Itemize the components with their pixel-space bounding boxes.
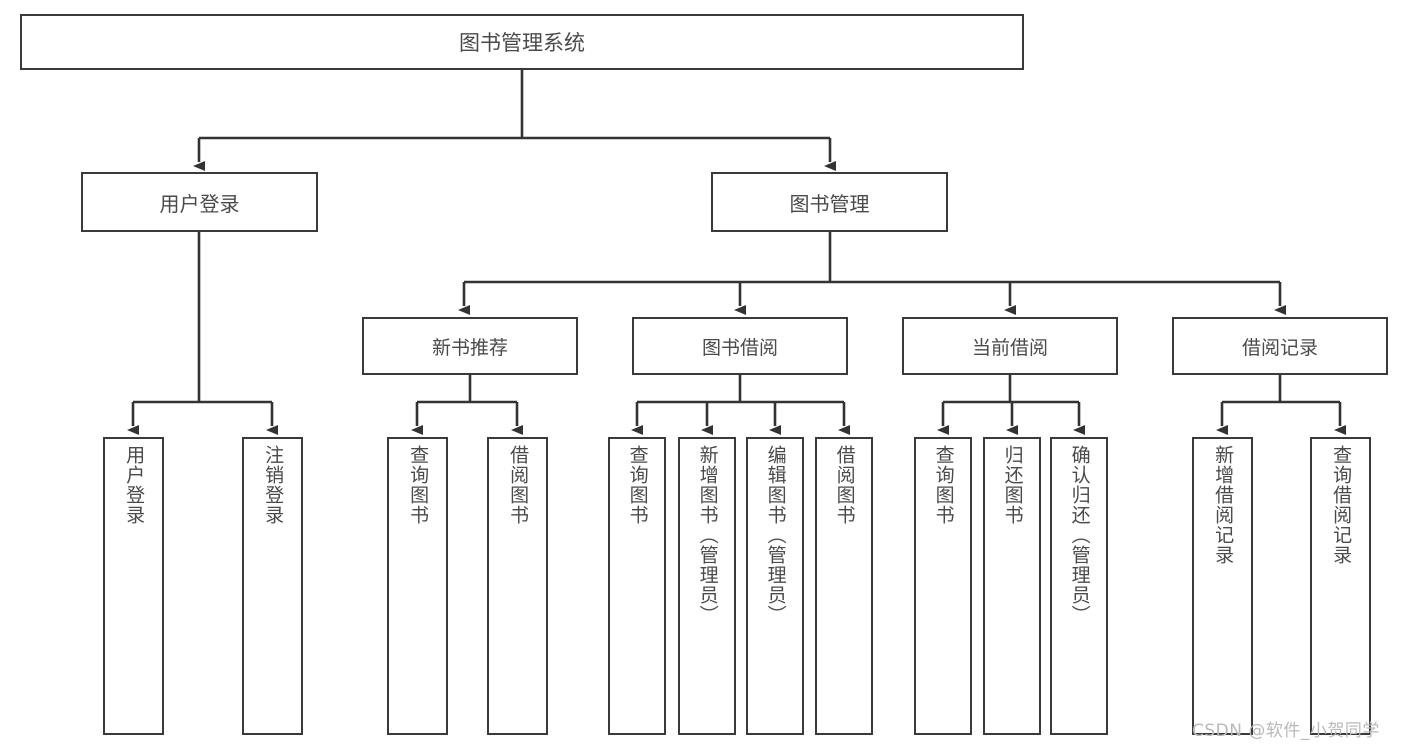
node-label: 注销登录 <box>262 445 285 525</box>
node-label: 当前借阅 <box>971 336 1048 359</box>
node-leaf-query-book-cb[interactable]: 查询图书 <box>914 437 972 735</box>
node-label: 查询图书 <box>932 445 955 525</box>
node-label: 借阅记录 <box>1241 336 1318 359</box>
node-root[interactable]: 图书管理系统 <box>20 14 1024 70</box>
node-leaf-user-logout[interactable]: 注销登录 <box>242 437 303 735</box>
node-leaf-add-record[interactable]: 新增借阅记录 <box>1192 437 1253 735</box>
node-label: 归还图书 <box>1001 445 1024 525</box>
node-leaf-add-book[interactable]: 新增图书（管理员） <box>678 437 736 735</box>
node-label: 新书推荐 <box>431 336 508 359</box>
node-label: 图书管理系统 <box>459 31 585 55</box>
node-leaf-edit-book[interactable]: 编辑图书（管理员） <box>746 437 804 735</box>
node-label: 新增图书（管理员） <box>696 445 719 625</box>
node-label: 借阅图书 <box>833 445 856 525</box>
node-leaf-borrow-book-rec[interactable]: 借阅图书 <box>487 437 548 735</box>
node-label: 图书管理 <box>789 191 870 216</box>
node-leaf-query-record[interactable]: 查询借阅记录 <box>1310 437 1371 735</box>
node-label: 查询借阅记录 <box>1330 445 1353 565</box>
node-label: 用户登录 <box>159 191 240 216</box>
node-label: 确认归还（管理员） <box>1068 445 1091 625</box>
node-new-book-rec[interactable]: 新书推荐 <box>362 317 578 375</box>
node-label: 查询图书 <box>407 445 430 525</box>
node-label: 用户登录 <box>123 445 146 525</box>
node-label: 编辑图书（管理员） <box>764 445 787 625</box>
node-leaf-query-book-rec[interactable]: 查询图书 <box>387 437 448 735</box>
node-user-login[interactable]: 用户登录 <box>81 172 318 232</box>
node-book-borrow[interactable]: 图书借阅 <box>632 317 848 375</box>
node-leaf-return-book[interactable]: 归还图书 <box>983 437 1041 735</box>
node-label: 图书借阅 <box>701 336 778 359</box>
node-leaf-borrow-book-bb[interactable]: 借阅图书 <box>815 437 873 735</box>
node-leaf-confirm-return[interactable]: 确认归还（管理员） <box>1050 437 1108 735</box>
node-leaf-user-login[interactable]: 用户登录 <box>103 437 164 735</box>
node-borrow-record[interactable]: 借阅记录 <box>1172 317 1388 375</box>
node-leaf-query-book-bb[interactable]: 查询图书 <box>608 437 666 735</box>
node-book-manage[interactable]: 图书管理 <box>711 172 948 232</box>
node-label: 借阅图书 <box>507 445 530 525</box>
node-label: 查询图书 <box>626 445 649 525</box>
node-label: 新增借阅记录 <box>1212 445 1235 565</box>
node-current-borrow[interactable]: 当前借阅 <box>902 317 1118 375</box>
watermark: CSDN @软件_小贺同学 <box>1192 721 1380 741</box>
